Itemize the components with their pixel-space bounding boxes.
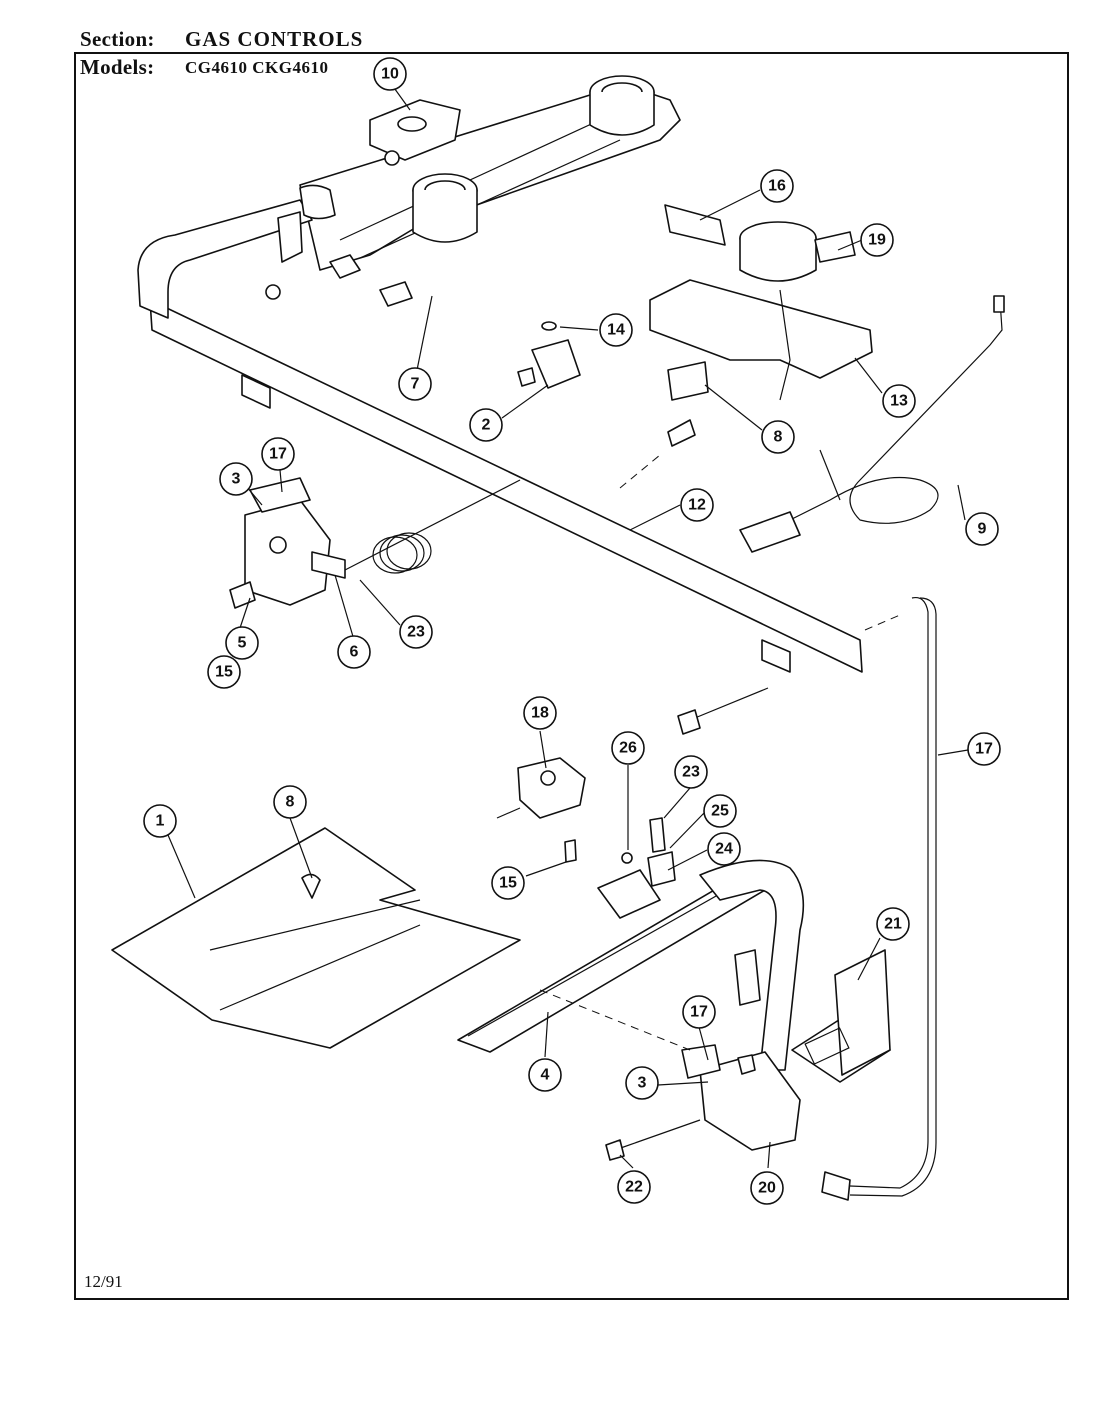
callout-12: 12: [680, 488, 714, 522]
callout-15-upper-label: 15: [215, 664, 233, 681]
callout-17-right-label: 17: [975, 741, 993, 758]
callout-24-label: 24: [715, 841, 733, 858]
callout-3-upper: 3: [219, 462, 253, 496]
callout-3-lower: 3: [625, 1066, 659, 1100]
diagram-frame: [74, 52, 1069, 1300]
callout-25: 25: [703, 794, 737, 828]
callout-10: 10: [373, 57, 407, 91]
ref-line-9: [619, 454, 661, 489]
callout-17-right: 17: [967, 732, 1001, 766]
callout-8-upper-label: 8: [774, 429, 783, 446]
callout-15-lower: 15: [491, 866, 525, 900]
callout-20: 20: [750, 1171, 784, 1205]
callout-18-label: 18: [531, 705, 549, 722]
oven-valve-20: [605, 1044, 801, 1161]
callout-7: 7: [398, 367, 432, 401]
callout-6-label: 6: [350, 644, 359, 661]
revision-date: 12/91: [84, 1272, 123, 1291]
callout-6: 6: [337, 635, 371, 669]
callout-7-label: 7: [411, 376, 420, 393]
spreader-bolt: [677, 687, 769, 735]
callout-26: 26: [611, 731, 645, 765]
callout-9: 9: [965, 512, 999, 546]
callout-15-upper: 15: [207, 655, 241, 689]
callout-22: 22: [617, 1170, 651, 1204]
callout-3-lower-label: 3: [638, 1075, 647, 1092]
section-label: Section:: [80, 27, 155, 51]
heat-shield: [111, 827, 521, 1049]
callout-4-label: 4: [541, 1067, 550, 1084]
callout-9-label: 9: [978, 521, 987, 538]
callout-23-lower: 23: [674, 755, 708, 789]
burner-assembly: [299, 75, 681, 307]
callout-17-upper: 17: [261, 437, 295, 471]
callout-3-upper-label: 3: [232, 471, 241, 488]
callout-23-lower-label: 23: [682, 764, 700, 781]
manifold-pipe: [137, 184, 863, 673]
callout-20-label: 20: [758, 1180, 776, 1197]
callout-4: 4: [528, 1058, 562, 1092]
callout-17-lower: 17: [682, 995, 716, 1029]
section-title: GAS CONTROLS: [185, 27, 364, 51]
callout-26-label: 26: [619, 740, 637, 757]
callout-23-upper-label: 23: [407, 624, 425, 641]
oven-safety-valve: [649, 204, 873, 447]
callout-19-label: 19: [868, 232, 886, 249]
callout-24: 24: [707, 832, 741, 866]
callout-19: 19: [860, 223, 894, 257]
callout-8-upper: 8: [761, 420, 795, 454]
callout-14: 14: [599, 313, 633, 347]
callout-16-label: 16: [768, 178, 786, 195]
callout-18: 18: [523, 696, 557, 730]
ref-line-12: [864, 614, 901, 631]
callout-14-label: 14: [607, 322, 625, 339]
thermocouple-9: [739, 295, 1005, 553]
callout-1-label: 1: [156, 813, 165, 830]
bracket-21: [791, 949, 891, 1083]
callout-12-label: 12: [688, 497, 706, 514]
callout-13-label: 13: [890, 393, 908, 410]
callout-1: 1: [143, 804, 177, 838]
callout-23-upper: 23: [399, 615, 433, 649]
callout-25-label: 25: [711, 803, 729, 820]
callout-22-label: 22: [625, 1179, 643, 1196]
callout-8-lower-label: 8: [286, 794, 295, 811]
callout-21-label: 21: [884, 916, 902, 933]
valve-18: [496, 757, 586, 863]
callout-8-lower: 8: [273, 785, 307, 819]
callout-2-label: 2: [482, 417, 491, 434]
callout-15-lower-label: 15: [499, 875, 517, 892]
callout-17-lower-label: 17: [690, 1004, 708, 1021]
oven-burner: [457, 817, 805, 1071]
callout-5: 5: [225, 626, 259, 660]
models-label: Models:: [80, 55, 155, 79]
models-list: CG4610 CKG4610: [185, 58, 329, 77]
gas-tube-17: [821, 596, 937, 1201]
top-burner-valve: [229, 477, 521, 609]
callout-17-upper-label: 17: [269, 446, 287, 463]
callout-21: 21: [876, 907, 910, 941]
callout-13: 13: [882, 384, 916, 418]
callout-10-label: 10: [381, 66, 399, 83]
callout-2: 2: [469, 408, 503, 442]
callout-16: 16: [760, 169, 794, 203]
leader-lines: [167, 84, 969, 1169]
callout-5-label: 5: [238, 635, 247, 652]
bracket-2: [517, 321, 581, 389]
